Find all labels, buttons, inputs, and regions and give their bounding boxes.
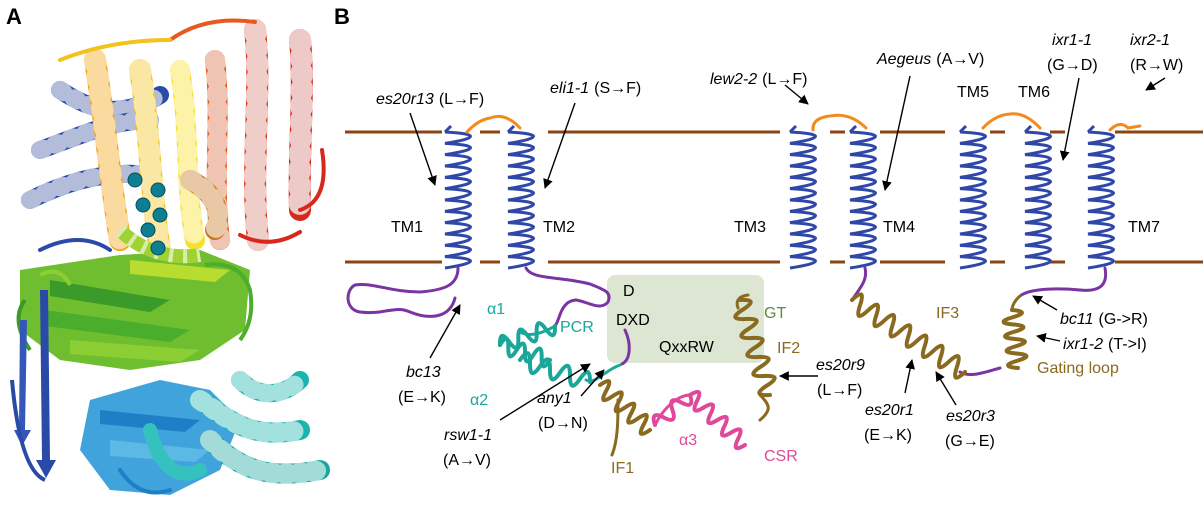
mutation-lew2: lew2-2(L→F) [710,71,807,88]
label-d: D [623,283,635,300]
coil-if2 [733,297,777,398]
coil-if1 [598,379,652,436]
label-if3: IF3 [936,305,959,322]
loop-tm2-pcr [524,266,611,328]
label-tm3: TM3 [734,219,766,236]
green-catalytic-domain [16,224,254,370]
mutation-es20r9-change: (L→F) [817,382,862,399]
tm-helices [443,124,1115,270]
arrow-bc11 [1032,295,1058,311]
helix-tm7 [1086,124,1115,270]
mutation-bc13-name: bc13 [406,364,441,381]
mutation-es20r3-change: (G→E) [945,433,995,450]
label-if1: IF1 [611,460,634,477]
membrane-lines [345,130,1203,264]
helix-tm2 [506,124,535,270]
label-csr: CSR [764,448,798,465]
mutation-ixr1-change: (G→D) [1047,57,1098,74]
helix-tm5 [958,124,987,270]
coil-alpha2 [518,351,593,388]
label-alpha2: α2 [470,392,488,409]
mutation-es20r3-name: es20r3 [946,408,995,425]
loop-tm6-gating [1018,266,1108,298]
mutation-es20r1-name: es20r1 [865,402,914,419]
mutation-ixr12: ixr1-2(T->I) [1063,336,1147,353]
arrow-any1 [580,369,605,397]
tm-helix-bundle [21,38,229,261]
panel-a-structure: A [6,4,330,495]
mutation-any1-name: any1 [537,390,572,407]
helix-tm6 [1023,124,1052,270]
mutation-arrows [409,75,1166,421]
arrow-lew2 [784,84,809,105]
cyan-teal-domain [80,371,330,495]
mutation-ixr2-change: (R→W) [1130,57,1183,74]
label-alpha3: α3 [679,432,697,449]
glucan-chain-spheres [127,172,168,256]
dxd-loop [620,328,631,366]
helix-tm3 [788,124,817,270]
blue-beta-strands [10,290,56,482]
loop-tm7-tail [1108,123,1142,132]
panel-a-label: A [6,4,22,29]
helix-tm4 [848,124,877,270]
label-tm4: TM4 [883,219,915,236]
helix-tm1 [443,124,472,270]
arrow-aegeus [882,75,911,191]
mutation-labels: es20r13(L→F) eli1-1(S→F) lew2-2(L→F) Aeg… [376,32,1183,469]
label-gt: GT [764,305,786,322]
mutation-rsw1-change: (A→V) [443,452,491,469]
coil-if3 [850,292,967,380]
red-helix-bundle [168,18,326,251]
domain-labels: TM1 TM2 TM3 TM4 TM5 TM6 TM7 α1 α2 PCR D … [391,84,1160,477]
label-gating-loop: Gating loop [1037,360,1119,377]
intracellular-loops [346,266,1108,376]
catalytic-box [607,275,764,363]
arrow-bc13 [429,304,461,359]
label-tm1: TM1 [391,219,423,236]
panel-b-label: B [334,4,350,29]
mutation-rsw1-name: rsw1-1 [444,427,492,444]
arrow-es20r1 [904,359,915,394]
label-qxxrw: QxxRW [659,339,715,356]
n-term-loop [346,266,460,318]
panel-b-topology: B [334,4,1203,477]
label-tm6: TM6 [1018,84,1050,101]
mutation-bc13-change: (E→K) [398,389,446,406]
extracellular-loops [465,112,1142,134]
mutation-ixr2-name: ixr2-1 [1130,32,1170,49]
arrow-ixr2 [1145,77,1166,91]
arrow-ixr12 [1036,333,1061,343]
coil-alpha3 [688,389,747,451]
label-tm2: TM2 [543,219,575,236]
mutation-aegeus: Aegeus(A→V) [876,51,984,68]
arrow-ixr1 [1059,77,1080,161]
mutation-es20r9-name: es20r9 [816,357,865,374]
label-alpha1: α1 [487,301,505,318]
arrow-es20r13 [409,112,437,186]
arrow-rsw1 [499,363,591,421]
coil-gating [1001,308,1029,370]
mutation-es20r13: es20r13(L→F) [376,91,484,108]
label-dxd: DXD [616,312,650,329]
mutation-eli1: eli1-1(S→F) [550,80,641,97]
arrow-es20r3 [935,371,957,406]
label-pcr: PCR [560,319,594,336]
loop-tm3-tm4 [811,113,868,132]
coil-csr-a [651,393,694,427]
mutation-any1-change: (D→N) [538,415,588,432]
mutation-es20r1-change: (E→K) [864,427,912,444]
arrow-eli1 [543,102,576,189]
mutation-bc11: bc11(G->R) [1060,311,1148,328]
label-if2: IF2 [777,340,800,357]
mutation-ixr1-name: ixr1-1 [1052,32,1092,49]
loop-tm5-tm6 [981,112,1042,130]
label-tm7: TM7 [1128,219,1160,236]
loop-tm1-tm2 [465,114,522,134]
label-tm5: TM5 [957,84,989,101]
